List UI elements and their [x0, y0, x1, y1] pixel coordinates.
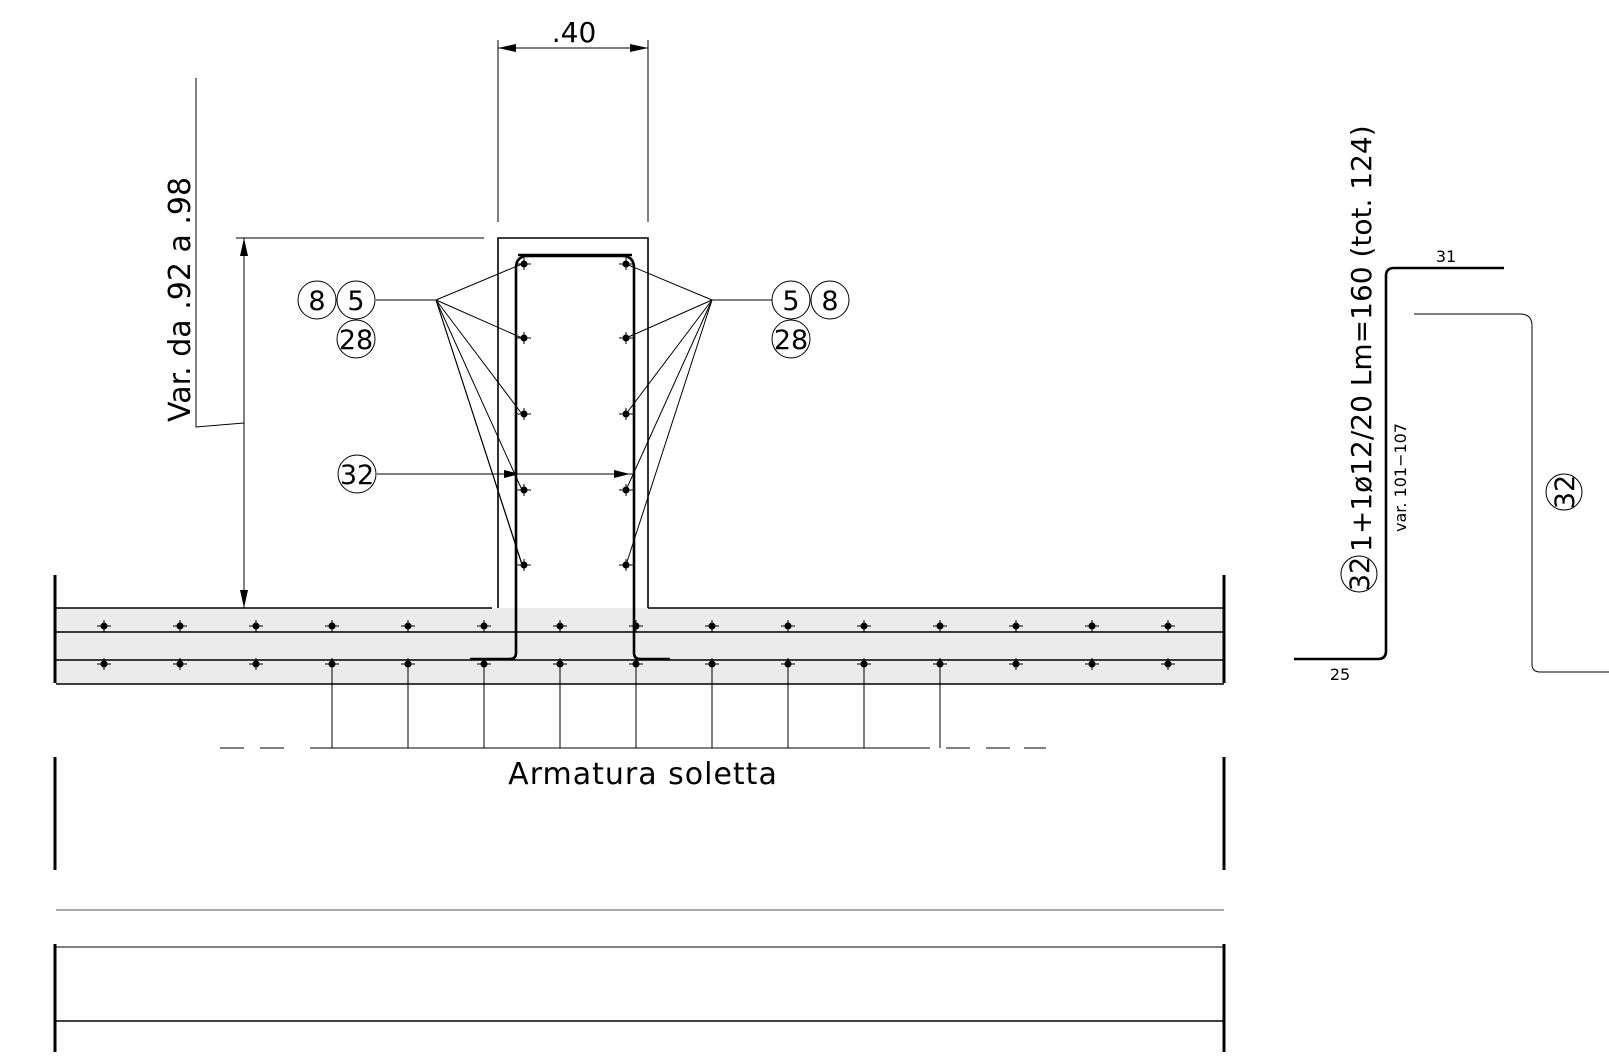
callout-stirrup-label: 32 [340, 460, 374, 491]
callout-left: 8 5 28 [297, 280, 376, 359]
stirrup-bar-32 [470, 253, 670, 661]
callout-right-bottom: 28 [774, 325, 808, 356]
bar-schedule: 32 1+1ø12/20 Lm=160 (tot. 124) var. 101−… [1294, 125, 1609, 684]
slab-section [53, 575, 1226, 685]
bar-seg-bottom: 25 [1330, 665, 1350, 684]
slab-rebar-points [97, 620, 1175, 670]
wall-rebar-points [517, 258, 633, 571]
leader-lines [376, 263, 772, 566]
bar-var-range: var. 101−107 [1391, 423, 1410, 532]
dimension-height: Var. da .92 a .98 [163, 78, 484, 608]
upstand-wall [497, 237, 649, 608]
callout-stirrup: 32 [337, 454, 377, 494]
callout-left-top-b: 5 [347, 286, 364, 317]
callout-left-bottom: 28 [339, 325, 373, 356]
dimension-width-label: .40 [552, 16, 597, 49]
slab-reinforcement-callout: Armatura soletta [220, 664, 1046, 792]
dimension-height-label: Var. da .92 a .98 [163, 177, 198, 422]
bar-spec: 1+1ø12/20 Lm=160 (tot. 124) [1345, 125, 1378, 552]
callout-right: 5 8 28 [771, 280, 850, 359]
detail-marker: 32 [1550, 475, 1581, 509]
lower-views [53, 757, 1226, 1052]
callout-left-top-a: 8 [308, 286, 325, 317]
bar-seg-top: 31 [1436, 247, 1456, 266]
callout-right-top-b: 8 [821, 286, 838, 317]
bar-mark: 32 [1345, 557, 1376, 591]
slab-label: Armatura soletta [508, 757, 778, 792]
callout-right-top-a: 5 [782, 286, 799, 317]
dimension-width: .40 [497, 16, 649, 222]
